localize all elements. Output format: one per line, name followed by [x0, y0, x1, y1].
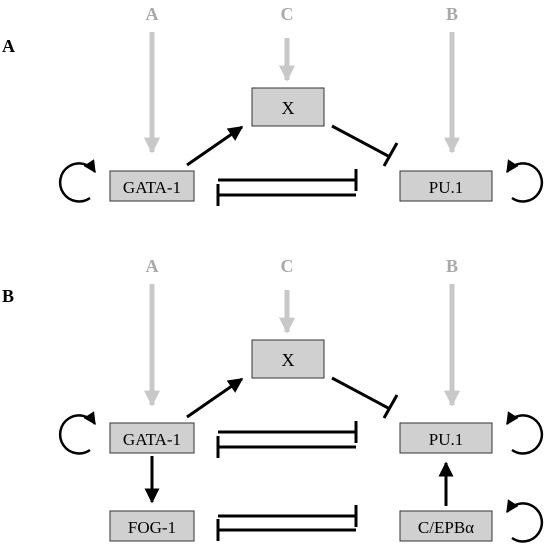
input-label-left: A [146, 256, 159, 276]
input-label-right: B [446, 4, 458, 24]
edge-pu1-inhibits-gata1 [216, 436, 356, 458]
node-pu1-label: PU.1 [429, 178, 463, 197]
input-label-left: A [146, 4, 159, 24]
edge-gata1-activates-x [186, 377, 244, 419]
self-loop-pu1 [505, 411, 544, 455]
node-gata1-label: GATA-1 [123, 178, 181, 197]
node-fog1: FOG-1 [109, 510, 195, 542]
node-x-label: X [282, 350, 295, 370]
node-fog1-label: FOG-1 [128, 518, 176, 537]
node-gata1-label: GATA-1 [123, 430, 181, 449]
node-cebpa: C/EPBα [399, 510, 493, 542]
panel-label: A [2, 36, 15, 56]
edge-fog1-inhibits-cebpa [218, 505, 358, 527]
edge-gata1-activates-x [186, 125, 244, 167]
panel-a: A A C B X GATA-1 PU.1 [2, 4, 544, 206]
edge-pu1-inhibits-gata1 [216, 184, 356, 206]
node-pu1: PU.1 [399, 170, 493, 202]
input-label-middle: C [281, 4, 294, 24]
panel-label: B [2, 286, 14, 306]
edge-x-inhibits-pu1 [331, 124, 399, 167]
node-pu1: PU.1 [399, 422, 493, 454]
input-label-right: B [446, 256, 458, 276]
node-cebpa-label: C/EPBα [418, 518, 474, 537]
node-x-label: X [282, 98, 295, 118]
panel-b: B A C B X GATA-1 PU.1 FOG-1 C/EPBα [2, 256, 544, 543]
self-loop-cebpa [505, 499, 544, 543]
edge-cebpa-inhibits-fog1 [216, 519, 356, 541]
self-loop-gata1 [58, 159, 97, 203]
edge-x-inhibits-pu1 [331, 376, 399, 419]
edge-gata1-inhibits-pu1 [218, 421, 358, 443]
node-pu1-label: PU.1 [429, 430, 463, 449]
edge-gata1-inhibits-pu1 [218, 169, 358, 191]
self-loop-gata1 [58, 411, 97, 455]
input-label-middle: C [281, 256, 294, 276]
node-x: X [251, 87, 325, 127]
self-loop-pu1 [505, 159, 544, 203]
node-gata1: GATA-1 [109, 170, 195, 202]
node-x: X [251, 339, 325, 379]
node-gata1: GATA-1 [109, 422, 195, 454]
